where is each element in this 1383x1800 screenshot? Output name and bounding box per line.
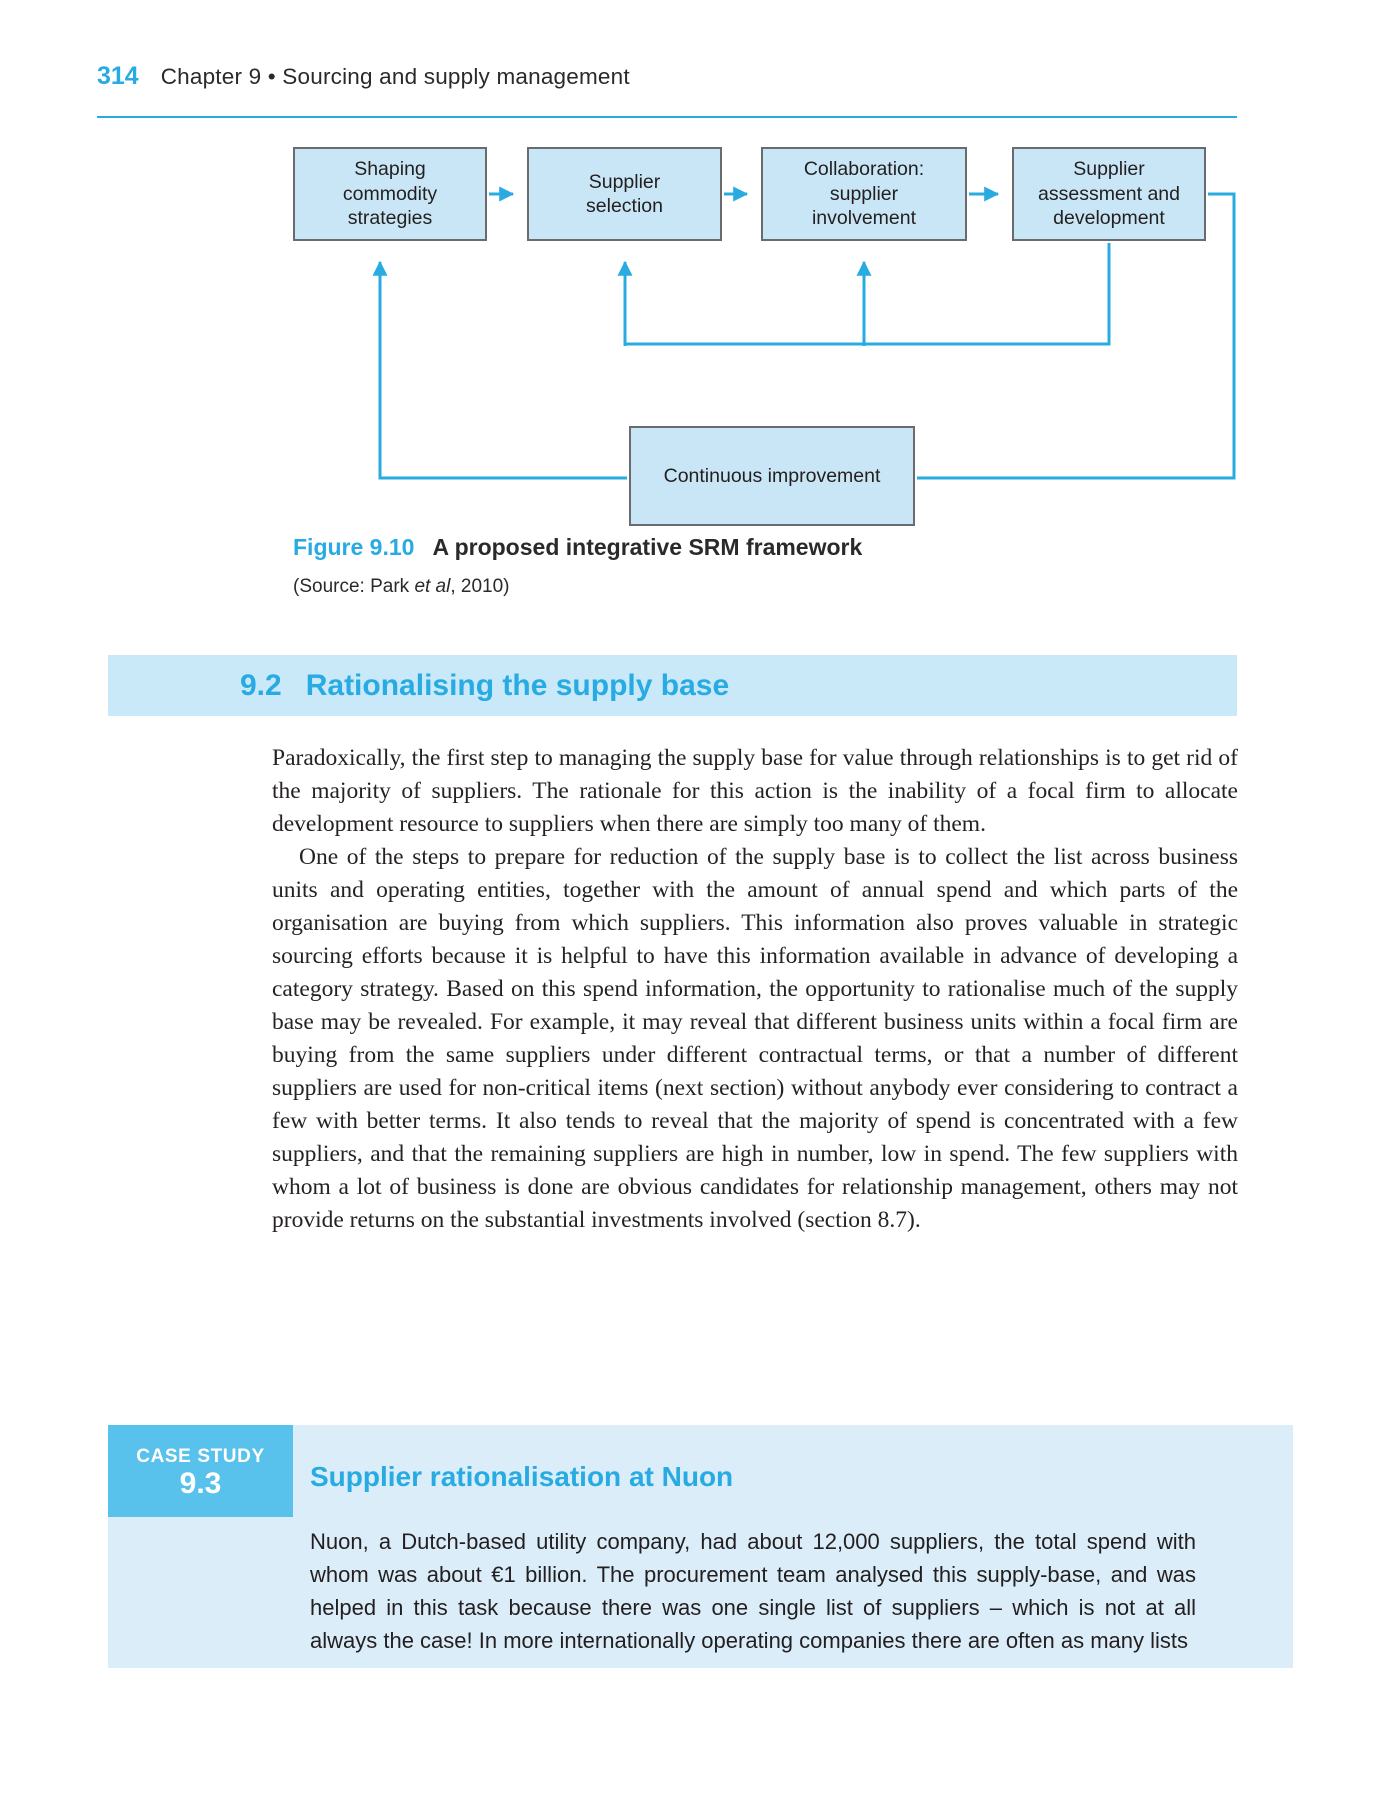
- section-heading-band: 9.2 Rationalising the supply base: [108, 655, 1237, 716]
- running-head: 314 Chapter 9 • Sourcing and supply mana…: [97, 62, 630, 91]
- case-study-tag: CASE STUDY: [136, 1446, 265, 1468]
- figure-source: (Source: Park et al, 2010): [293, 576, 510, 598]
- section-title: Rationalising the supply base: [305, 668, 730, 702]
- case-study-number: 9.3: [179, 1467, 222, 1501]
- paragraph-1: Paradoxically, the first step to managin…: [272, 745, 1238, 837]
- flow-box-supplier-assessment-development: Supplier assessment and development: [1012, 147, 1206, 241]
- figure-label: Figure 9.10: [293, 534, 415, 560]
- flow-box-label: Shaping commodity strategies: [342, 158, 438, 230]
- case-study-title: Supplier rationalisation at Nuon: [310, 1461, 734, 1492]
- chapter-title: Chapter 9 • Sourcing and supply manageme…: [160, 64, 630, 89]
- paragraph-2: One of the steps to prepare for reductio…: [272, 844, 1238, 1233]
- figure-caption: Figure 9.10 A proposed integrative SRM f…: [293, 534, 862, 561]
- figure-source-etal: et al: [414, 576, 451, 597]
- figure-source-suffix: , 2010): [450, 576, 510, 597]
- section-body: Paradoxically, the first step to managin…: [272, 742, 1238, 1237]
- case-study-body: Nuon, a Dutch-based utility company, had…: [310, 1529, 1196, 1653]
- case-study-tab: CASE STUDY 9.3: [108, 1425, 293, 1517]
- diagram-arrows: [372, 186, 1236, 480]
- section-number: 9.2: [240, 668, 282, 702]
- figure-title: A proposed integrative SRM framework: [432, 534, 863, 560]
- flow-box-label: Collaboration: supplier involvement: [803, 158, 925, 230]
- flow-box-label: Supplier selection: [586, 170, 663, 217]
- figure-source-prefix: (Source: Park: [293, 576, 415, 597]
- header-rule: [97, 116, 1237, 118]
- flow-box-label: Supplier assessment and development: [1038, 158, 1180, 230]
- flow-box-supplier-selection: Supplier selection: [527, 147, 722, 241]
- page-number: 314: [97, 62, 139, 90]
- flow-box-shaping-commodity-strategies: Shaping commodity strategies: [293, 147, 487, 241]
- flow-box-collaboration-supplier-involvement: Collaboration: supplier involvement: [761, 147, 967, 241]
- flow-box-label: Continuous improvement: [663, 464, 881, 487]
- flow-box-continuous-improvement: Continuous improvement: [629, 426, 915, 526]
- case-study-box: CASE STUDY 9.3 Supplier rationalisation …: [108, 1425, 1293, 1668]
- srm-framework-diagram: Shaping commodity strategies Supplier se…: [0, 0, 1383, 560]
